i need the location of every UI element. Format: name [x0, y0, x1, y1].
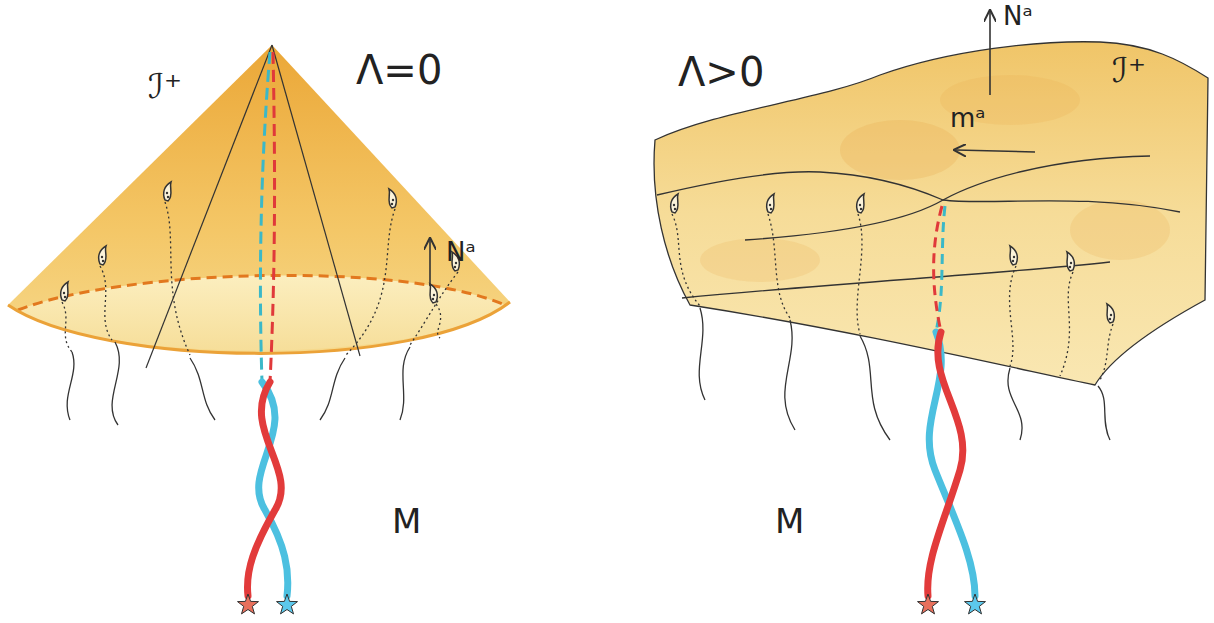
- tangent-arrow: [956, 150, 1035, 152]
- spacelike-scri: [943, 200, 1180, 212]
- worldlines: [1098, 386, 1110, 440]
- star-symbol: [918, 594, 986, 614]
- observer-symbol: [430, 284, 437, 303]
- worldlines: [67, 352, 74, 420]
- worldlines: [672, 214, 1113, 440]
- spacelike-scri: [1070, 200, 1170, 260]
- binary-worldlines: [270, 52, 275, 382]
- worldlines: [672, 214, 700, 306]
- scri-label: ℐ⁺: [1112, 52, 1146, 89]
- worldlines: [62, 302, 72, 352]
- tangent-arrow: [956, 150, 1035, 152]
- scri-label: ℐ⁺: [148, 68, 182, 105]
- binary-worldlines: [260, 52, 270, 382]
- normal-arrow: [429, 240, 431, 286]
- binary-worldlines: [929, 332, 975, 596]
- null-cone: [8, 302, 510, 353]
- spacelike-scri: [654, 42, 1208, 385]
- spacelike-scri: [840, 120, 960, 180]
- worldlines: [410, 272, 458, 345]
- cosmological-constant: Λ>0: [678, 50, 764, 94]
- worldlines: [1010, 266, 1016, 366]
- worldlines: [100, 266, 112, 340]
- binary-worldlines: [247, 382, 281, 596]
- observer-symbol: [1010, 246, 1017, 265]
- spacetime-label: M: [392, 503, 421, 540]
- spacelike-scri: [745, 200, 943, 240]
- spacetime-label: M: [775, 503, 804, 540]
- observer-symbol: [1067, 252, 1074, 271]
- worldlines: [857, 214, 862, 334]
- null-cone: [8, 45, 510, 353]
- observer-symbol: [389, 189, 396, 208]
- vector-label: mᵃ: [950, 104, 986, 133]
- observer-symbol: [1107, 304, 1114, 323]
- worldlines: [320, 358, 345, 420]
- spacelike-scri: [943, 156, 1150, 200]
- spacelike-scri: [654, 42, 1208, 385]
- normal-arrow: [989, 12, 991, 95]
- worldlines: [436, 304, 441, 338]
- binary-worldlines: [934, 206, 942, 332]
- observer-symbol: [767, 194, 774, 213]
- observer-symbol: [671, 194, 1115, 323]
- star-symbol: [277, 594, 298, 614]
- worldlines: [1008, 368, 1022, 440]
- star-symbol: [965, 594, 986, 614]
- spacelike-scri: [657, 156, 1180, 298]
- observer-symbol: [671, 194, 678, 213]
- worldlines: [768, 214, 790, 318]
- cosmological-constant: Λ=0: [356, 48, 442, 92]
- worldlines: [345, 209, 395, 356]
- observer-symbol: [99, 246, 106, 265]
- observer-symbol: [857, 194, 864, 213]
- worldlines: [112, 342, 119, 425]
- worldlines: [860, 336, 890, 440]
- normal-arrow: [990, 12, 991, 95]
- worldlines: [1100, 324, 1113, 380]
- null-cone: [272, 45, 360, 356]
- star-symbol: [238, 594, 298, 614]
- binary-worldlines: [928, 206, 975, 596]
- normal-arrow: [430, 240, 431, 286]
- worldlines: [190, 358, 215, 420]
- observer-symbol: [61, 282, 68, 301]
- binary-worldlines: [247, 52, 287, 596]
- spacelike-scri: [657, 172, 943, 200]
- null-cone: [146, 45, 272, 368]
- spacelike-scri: [700, 238, 820, 282]
- worldlines: [165, 202, 190, 355]
- worldlines: [400, 347, 410, 420]
- worldlines: [699, 308, 705, 400]
- worldlines: [1060, 272, 1073, 376]
- spacelike-scri: [682, 262, 1110, 298]
- worldlines: [785, 320, 795, 430]
- binary-worldlines: [928, 332, 963, 596]
- observer-symbol: [164, 182, 171, 201]
- vector-label: Nᵃ: [446, 238, 476, 267]
- null-cone: [8, 45, 510, 368]
- star-symbol: [238, 594, 259, 614]
- vector-label: Nᵃ: [1003, 2, 1033, 31]
- star-symbol: [918, 594, 939, 614]
